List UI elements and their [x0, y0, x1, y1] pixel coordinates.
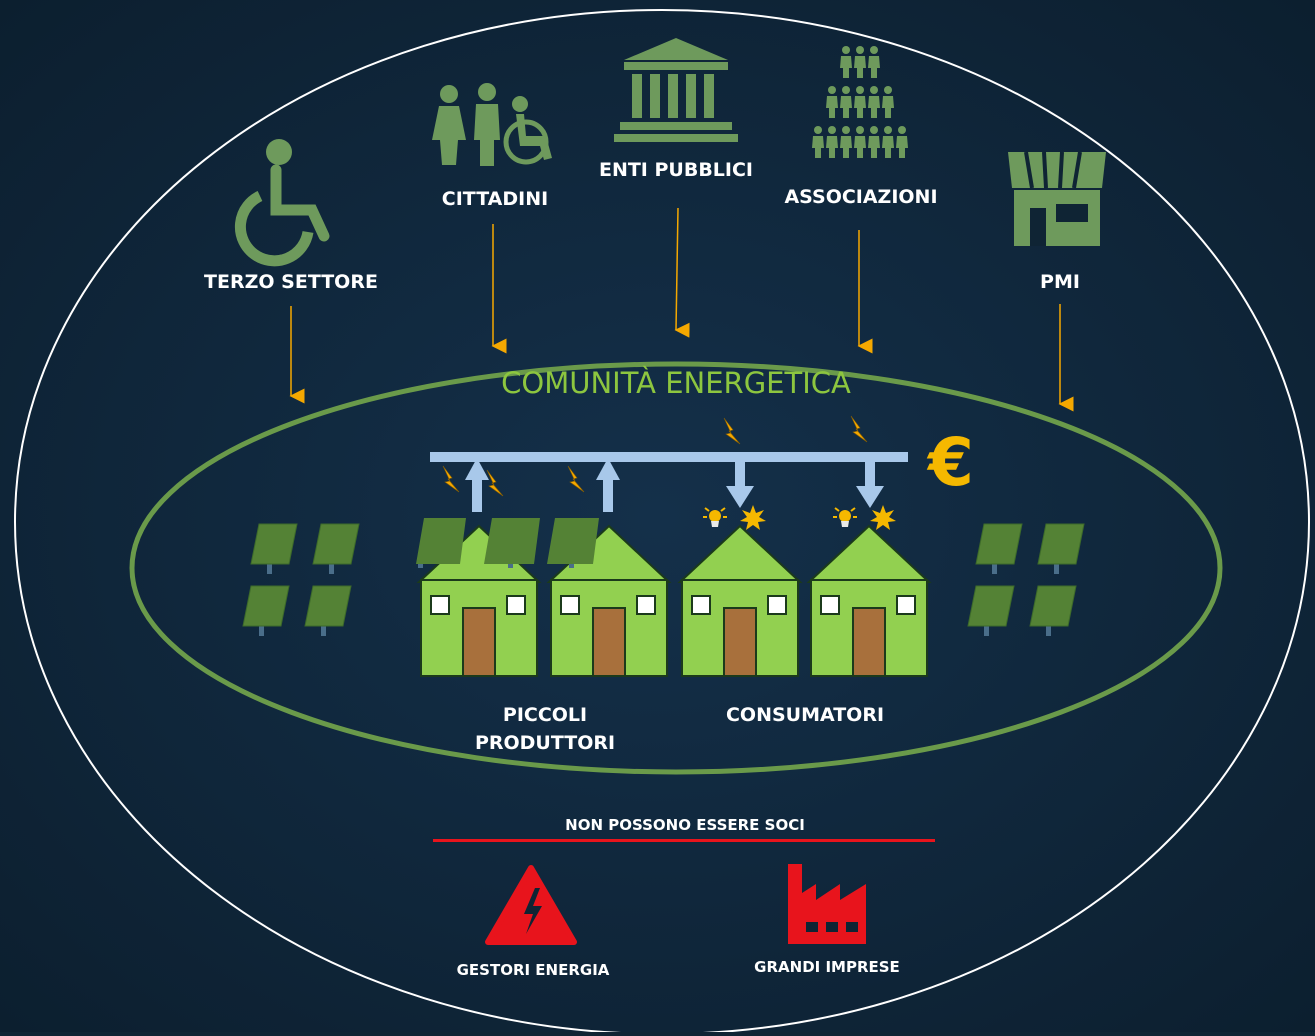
community-ellipse: [129, 361, 1223, 775]
factory-icon: [788, 864, 866, 944]
pmi-label: PMI: [1040, 271, 1080, 293]
producers-label-line2: PRODUTTORI: [475, 732, 615, 754]
community-title: COMUNITÀ ENERGETICA: [501, 366, 851, 400]
producer-house: [547, 518, 670, 677]
euro-icon: €: [926, 424, 974, 501]
high-voltage-icon: [485, 865, 577, 945]
download-arrows: [726, 462, 884, 508]
shop-icon: [1008, 151, 1106, 246]
producer-house: [416, 518, 540, 677]
terzo-settore-label: TERZO SETTORE: [204, 271, 378, 293]
membership-arrows: [289, 207, 1074, 412]
cittadini-label: CITTADINI: [442, 188, 548, 210]
grandi-imprese-label: GRANDI IMPRESE: [754, 958, 900, 976]
producers-label-line1: PICCOLI: [503, 704, 587, 726]
excluded-heading: NON POSSONO ESSERE SOCI: [565, 816, 805, 834]
associazioni-label: ASSOCIAZIONI: [784, 186, 937, 208]
enti-pubblici-label: ENTI PUBBLICI: [599, 159, 753, 181]
exclusion-divider: [433, 839, 935, 842]
consumers-label: CONSUMATORI: [726, 704, 884, 726]
public-building-icon: [614, 38, 738, 142]
gestori-energia-label: GESTORI ENERGIA: [457, 961, 610, 979]
upload-arrows: [465, 458, 620, 512]
citizens-icon: [432, 83, 552, 166]
energy-grid-bar: [430, 452, 908, 462]
arrow-enti-pubblici: [674, 207, 690, 338]
wheelchair-icon: [234, 139, 330, 267]
